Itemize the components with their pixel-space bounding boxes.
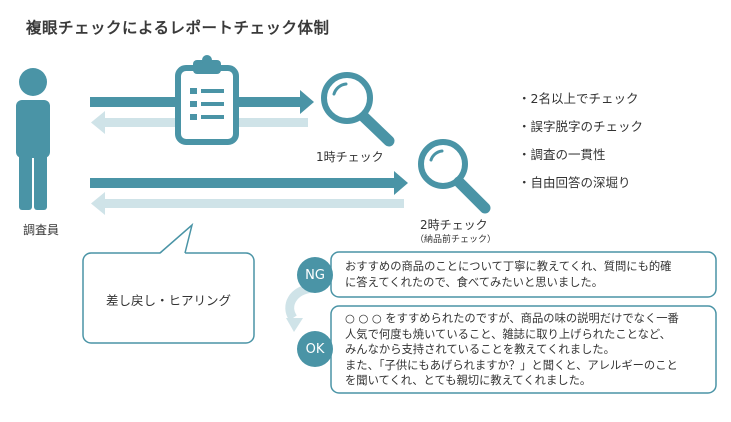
checklist-item: ・自由回答の深堀り — [518, 175, 631, 190]
ok-line: みんなから支持されていることを教えてくれました。 — [345, 343, 615, 356]
ng-text: おすすめの商品のことについて丁寧に教えてくれ、質問にも的確 に答えてくれたので、… — [345, 259, 671, 290]
person-label: 調査員 — [23, 223, 60, 237]
checklist-item: ・誤字脱字のチェック — [518, 119, 644, 134]
speech-bubble-shape — [82, 222, 255, 344]
ok-text: ○ ○ ○ をすすめられたのですが、商品の味の説明だけでなく一番 人気で何度も焼… — [345, 311, 679, 389]
ng-badge: NG — [297, 257, 333, 293]
forward-arrow-2 — [90, 171, 408, 195]
check2-label: 2時チェック — [420, 218, 488, 232]
checklist-item: ・2名以上でチェック — [518, 91, 639, 106]
checklist-item: ・調査の一貫性 — [518, 147, 606, 162]
check2-sublabel: （納品前チェック） — [415, 235, 497, 245]
ng-line: に答えてくれたので、食べてみたいと思いました。 — [345, 275, 604, 289]
ok-line: ○ ○ ○ をすすめられたのですが、商品の味の説明だけでなく一番 — [345, 312, 679, 325]
person-icon — [16, 68, 50, 210]
bubble-text: 差し戻し・ヒアリング — [106, 293, 232, 308]
magnifier-icon-1 — [321, 72, 395, 147]
ok-line: また、「子供にもあげられますか？」と聞くと、アレルギーのこと — [345, 358, 678, 372]
ng-to-ok-connector — [285, 283, 314, 332]
return-arrow-2 — [91, 192, 404, 215]
ok-badge: OK — [297, 331, 333, 367]
clipboard-icon — [175, 55, 239, 145]
ok-line: 人気で何度も焼いていること、雑誌に取り上げられたことなど、 — [345, 327, 671, 341]
ok-line: を聞いてくれ、とても親切に教えてくれました。 — [345, 374, 592, 387]
magnifier-icon-2 — [418, 139, 491, 214]
page-title: 複眼チェックによるレポートチェック体制 — [26, 19, 330, 37]
check1-label: 1時チェック — [316, 150, 384, 164]
ng-line: おすすめの商品のことについて丁寧に教えてくれ、質問にも的確 — [345, 260, 672, 273]
